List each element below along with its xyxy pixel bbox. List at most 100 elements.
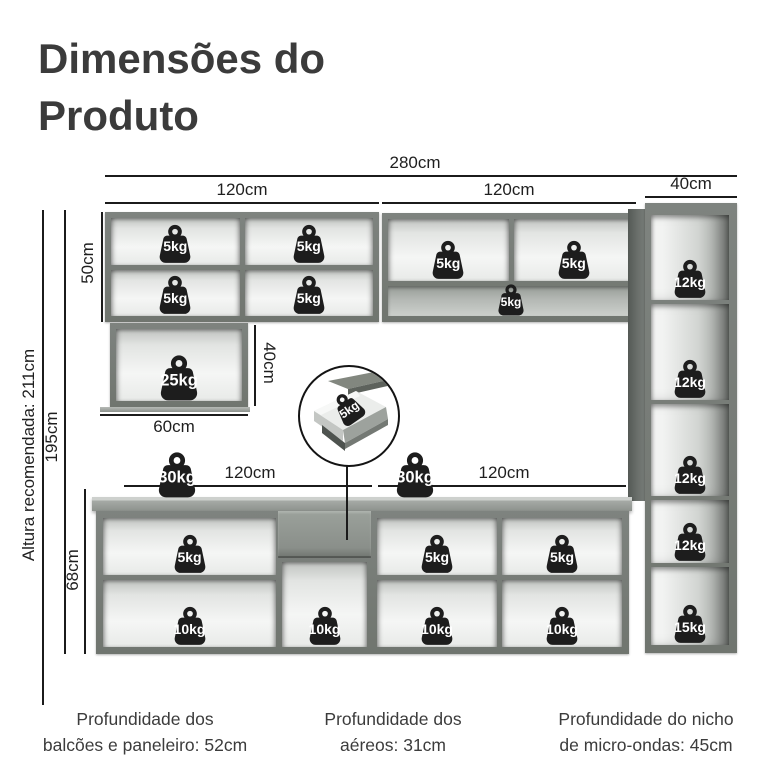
weight-capacity-badge: 5kg — [168, 534, 212, 574]
dim-line-counter-left-width — [124, 485, 372, 487]
weight-capacity-badge: 10kg — [168, 606, 212, 646]
weight-capacity-label: 10kg — [546, 620, 578, 637]
upper-middle-top-row: 5kg 5kg — [388, 219, 634, 281]
weight-capacity-badge: 5kg — [287, 224, 331, 264]
footer-depth-niche-line2: de micro-ondas: 45cm — [559, 735, 733, 756]
footer-depth-upper: Profundidade dos aéreos: 31cm — [324, 706, 461, 759]
weight-capacity-badge: 5kg — [153, 275, 197, 315]
weight-capacity-label: 30kg — [396, 468, 434, 487]
inset-leader-line — [346, 462, 348, 540]
upper-cabinet-left: 5kg 5kg 5kg 5kg — [105, 212, 379, 322]
dim-label-upper-left-width: 120cm — [216, 180, 268, 199]
footer-depth-upper-line2: aéreos: 31cm — [339, 735, 447, 756]
hood-cabinet-cell: 25kg — [116, 329, 242, 401]
footer-depth-base: Profundidade dos balcões e paneleiro: 52… — [43, 706, 247, 759]
tall-cabinet-cell-5: 15kg — [651, 567, 729, 645]
upper-left-cell-3: 5kg — [111, 269, 240, 316]
base-right-lower-cell-2: 10kg — [502, 580, 622, 647]
weight-capacity-label: 5kg — [296, 238, 321, 255]
page-title: Dimensões do Produto — [38, 35, 326, 140]
weight-capacity-label: 12kg — [674, 469, 706, 486]
weight-capacity-badge: 10kg — [303, 606, 347, 646]
hood-cabinet: 25kg — [110, 323, 248, 407]
weight-capacity-badge: 10kg — [415, 606, 459, 646]
dim-line-total-height — [64, 210, 66, 654]
dim-line-base-height — [84, 489, 86, 654]
tall-cabinet-cell-2: 12kg — [651, 304, 729, 400]
base-left-lower-cell: 10kg — [103, 580, 276, 647]
weight-capacity-label: 10kg — [421, 620, 453, 637]
dim-line-niche-width — [645, 196, 737, 198]
weight-capacity-label: 5kg — [424, 548, 450, 565]
tall-cabinet-side-panel — [628, 209, 646, 501]
footer-depth-niche-line1: Profundidade do nicho — [558, 709, 734, 729]
weight-capacity-badge: 12kg — [668, 259, 712, 299]
upper-left-cell-2: 5kg — [244, 218, 373, 265]
weight-capacity-badge: 5kg — [153, 224, 197, 264]
dim-label-upper-height: 50cm — [78, 242, 97, 284]
upper-left-cell-4: 5kg — [244, 269, 373, 316]
dim-line-hood-width — [100, 414, 248, 416]
dim-label-upper-right-width: 120cm — [483, 180, 535, 199]
weight-capacity-badge: 30kg — [389, 452, 441, 498]
dim-line-upper-left-width — [105, 202, 379, 204]
weight-capacity-label: 30kg — [158, 468, 196, 487]
footer-depth-base-line1: Profundidade dos — [76, 709, 214, 729]
countertop — [92, 497, 632, 511]
weight-capacity-label: 12kg — [674, 273, 706, 290]
dim-line-recommended-height — [42, 210, 44, 705]
upper-left-cell-1: 5kg — [111, 218, 240, 265]
weight-capacity-badge: 15kg — [668, 604, 712, 644]
dim-label-base-height: 68cm — [63, 549, 82, 591]
weight-capacity-label: 12kg — [674, 373, 706, 390]
weight-capacity-label: 12kg — [674, 536, 706, 553]
weight-capacity-label: 5kg — [561, 254, 586, 271]
base-left-upper-cell: 5kg — [103, 518, 276, 575]
upper-middle-cell-2: 5kg — [513, 219, 634, 281]
upper-middle-open-shelf: 5kg — [388, 286, 634, 316]
weight-capacity-label: 5kg — [436, 254, 461, 271]
dim-line-total-width — [105, 175, 737, 177]
tall-cabinet-cell-4: 12kg — [651, 500, 729, 563]
footer-depth-base-line2: balcões e paneleiro: 52cm — [42, 735, 248, 756]
dim-label-recommended-height: Altura recomendada: 211cm — [19, 348, 38, 562]
dim-label-hood-width: 60cm — [153, 417, 195, 436]
dim-label-hood-height: 40cm — [260, 342, 279, 384]
upper-cabinet-middle: 5kg 5kg 5kg — [382, 213, 640, 322]
base-right-upper-cell-1: 5kg — [377, 518, 497, 575]
drawer-front — [278, 511, 371, 558]
weight-capacity-badge: 5kg — [287, 275, 331, 315]
dim-label-total-height: 195cm — [42, 411, 61, 463]
footer-depth-niche: Profundidade do nicho de micro-ondas: 45… — [558, 706, 733, 759]
weight-capacity-badge: 5kg — [415, 534, 459, 574]
weight-capacity-badge: 30kg — [151, 452, 203, 498]
hood-cabinet-base — [100, 407, 250, 412]
weight-capacity-label: 5kg — [500, 295, 522, 310]
base-cabinet: 5kg 10kg 10kg 5kg 5kg 10kg 10kg — [96, 511, 629, 654]
drawer-detail-inset: 5kg — [298, 365, 400, 467]
weight-capacity-badge: 5kg — [493, 284, 529, 316]
base-right-upper-cell-2: 5kg — [502, 518, 622, 575]
weight-capacity-label: 5kg — [163, 289, 188, 306]
weight-capacity-label: 10kg — [308, 620, 341, 637]
dim-line-counter-right-width — [378, 485, 626, 487]
weight-capacity-badge: 5kg — [540, 534, 584, 574]
base-right-lower-cell-1: 10kg — [377, 580, 497, 647]
tall-cabinet: 12kg 12kg 12kg 12kg 15kg — [645, 203, 737, 653]
dim-line-upper-right-width — [382, 202, 636, 204]
weight-capacity-label: 15kg — [674, 618, 706, 635]
footer-depth-upper-line1: Profundidade dos — [324, 709, 462, 729]
dim-label-counter-right-width: 120cm — [478, 463, 530, 482]
weight-capacity-label: 5kg — [296, 289, 321, 306]
weight-capacity-badge: 5kg — [426, 240, 470, 280]
weight-capacity-label: 5kg — [177, 548, 202, 565]
dim-label-counter-left-width: 120cm — [224, 463, 276, 482]
dim-label-niche-width: 40cm — [670, 174, 712, 193]
tall-cabinet-cell-3: 12kg — [651, 404, 729, 496]
weight-capacity-label: 5kg — [163, 238, 188, 255]
weight-capacity-label: 10kg — [173, 620, 206, 637]
dim-line-hood-height — [254, 325, 256, 406]
upper-middle-cell-1: 5kg — [388, 219, 509, 281]
tall-cabinet-cell-1: 12kg — [651, 215, 729, 300]
